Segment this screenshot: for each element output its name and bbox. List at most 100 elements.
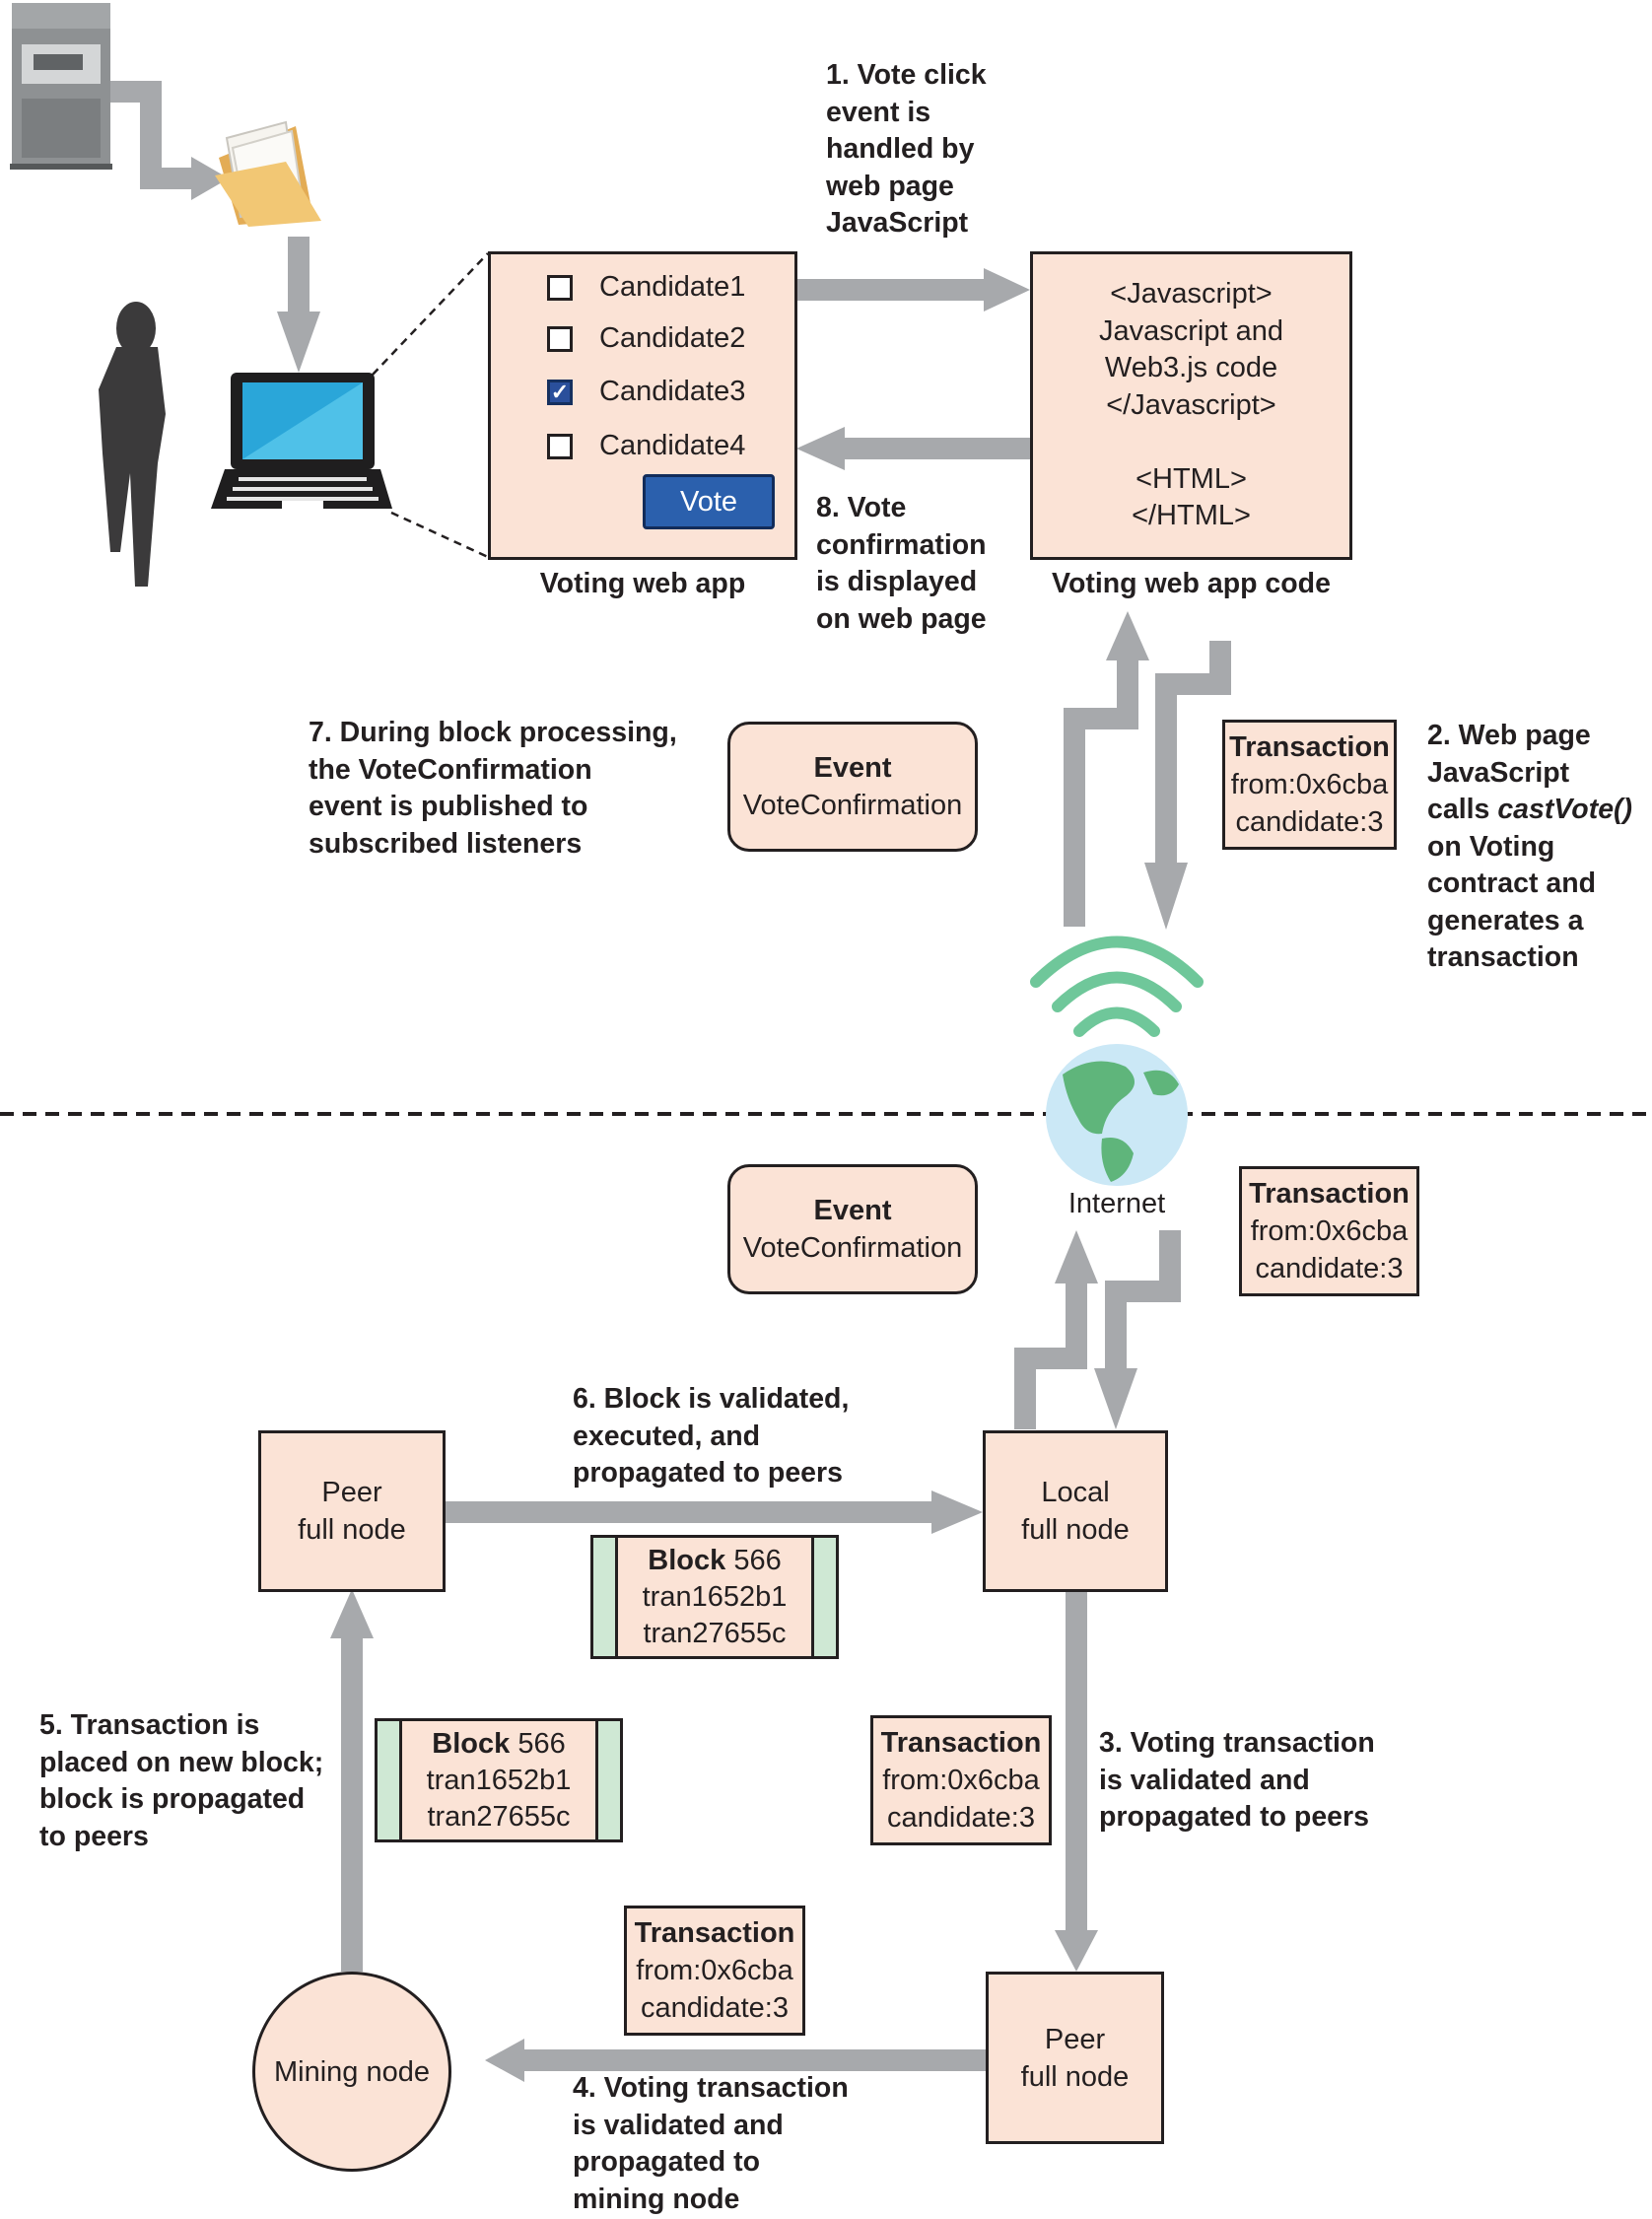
caption-line: 3. Voting transaction [1099,1727,1375,1759]
caption-line: mining node [573,2183,740,2215]
caption-line: to peers [39,1820,149,1852]
castvote-function-name: castVote() [1497,794,1633,825]
transaction-candidate: candidate:3 [641,1992,789,2024]
arrowhead-internet-up [1055,1230,1098,1283]
transaction-from: from:0x6cba [636,1955,793,1986]
step-1-caption: 1. Vote click event is handled by web pa… [826,57,987,243]
caption-line: 5. Transaction is [39,1709,260,1741]
caption-line: is validated and [1099,1764,1310,1796]
block-stripe-right [811,1538,836,1656]
arrowhead-mining-left [485,2039,524,2082]
zoom-line-top [372,252,489,376]
caption-line: is displayed [816,566,978,597]
caption-line: 1. Vote click [826,59,987,91]
arrowhead-peer-up [330,1589,374,1638]
server-icon [10,3,112,170]
block-content: Block 566 tran1652b1 tran27655c [618,1538,811,1656]
arrowhead-peer-down [1055,1930,1098,1972]
transaction-title: Transaction [1229,731,1390,763]
block-tx-2: tran27655c [643,1617,787,1649]
block-box-new: Block 566 tran1652b1 tran27655c [375,1718,623,1842]
node-label: Local [1041,1477,1110,1508]
caption-line: confirmation [816,528,987,561]
checkbox-candidate-1[interactable] [547,274,573,301]
arrowhead-app-code [984,268,1030,312]
event-name: VoteConfirmation [742,1232,963,1264]
checkmark-icon: ✓ [550,379,570,404]
checkbox-candidate-2[interactable] [547,325,573,352]
block-title: Block [432,1727,511,1760]
caption-line: block is propagated [39,1783,306,1815]
event-box-top: Event VoteConfirmation [727,722,978,852]
caption-line: 6. Block is validated, [573,1383,850,1415]
zoom-line-bottom [390,511,489,559]
mining-node: Mining node [252,1972,451,2172]
candidate-option-1[interactable]: Candidate1 [547,271,745,304]
caption-line: on Voting [1427,830,1555,863]
transaction-box-internet: Transaction from:0x6cba candidate:3 [1239,1166,1419,1296]
candidate-option-2[interactable]: Candidate2 [547,322,745,355]
transaction-title: Transaction [1249,1178,1410,1210]
block-title-line: Block 566 [618,1543,811,1579]
transaction-box-validated: Transaction from:0x6cba candidate:3 [870,1715,1052,1845]
voting-web-app-caption: Voting web app [539,568,746,599]
block-tx-2: tran27655c [427,1800,571,1833]
candidate-label: Candidate1 [599,271,746,303]
block-tx-1: tran1652b1 [642,1580,788,1613]
event-box-bottom: Event VoteConfirmation [727,1164,978,1294]
caption-line: calls castVote() [1427,792,1632,829]
caption-line: event is [826,96,931,128]
local-node-to-internet-arrow [1014,1282,1087,1429]
caption-line: 8. Vote [816,492,907,523]
candidate-option-4[interactable]: Candidate4 [547,430,745,462]
block-tx-1: tran1652b1 [426,1764,572,1796]
candidate-label: Candidate3 [599,376,746,407]
peer-full-node-bottom: Peer full node [986,1972,1164,2144]
node-label: full node [298,1514,406,1546]
transaction-from: from:0x6cba [1250,1215,1409,1247]
server-to-folder-arrow [110,81,193,189]
caption-line: transaction [1427,941,1579,973]
folder-icon [215,120,321,227]
internet-to-app-code-arrow [1064,659,1138,927]
arrowhead-local-right [931,1491,983,1534]
transaction-box-top: Transaction from:0x6cba candidate:3 [1222,720,1397,850]
block-title-line: Block 566 [402,1726,595,1763]
transaction-title: Transaction [880,1727,1042,1759]
block-content: Block 566 tran1652b1 tran27655c [402,1721,595,1839]
node-label: Mining node [274,2055,430,2088]
caption-line: 2. Web page [1427,720,1591,751]
caption-line: 7. During block processing, [309,717,677,748]
caption-line: is validated and [573,2109,784,2141]
laptop-icon [211,373,392,509]
node-label: full node [1021,1514,1130,1546]
event-title: Event [813,1195,892,1226]
local-full-node: Local full node [983,1430,1168,1592]
globe-icon [1046,1044,1188,1186]
voting-web-app-code-box: <Javascript> Javascript and Web3.js code… [1030,251,1352,560]
caption-line: contract and [1427,867,1597,899]
caption-line: propagated to peers [1099,1801,1369,1833]
candidate-option-3[interactable]: ✓ Candidate3 [547,376,745,408]
block-number: 566 [517,1727,566,1760]
vote-button[interactable]: Vote [643,474,775,529]
code-line: Web3.js code [1104,352,1278,384]
block-number: 566 [733,1544,782,1576]
transaction-title: Transaction [634,1917,795,1949]
block-stripe-left [378,1721,402,1839]
internet-to-local-node-arrow [1105,1230,1181,1370]
caption-line: placed on new block; [39,1746,324,1778]
caption-line: web page [826,170,954,202]
peer-full-node-top: Peer full node [258,1430,446,1592]
code-line: </HTML> [1132,500,1251,532]
transaction-box-mining: Transaction from:0x6cba candidate:3 [624,1906,805,2036]
arrowhead-local-down [1094,1368,1137,1429]
caption-line: 4. Voting transaction [573,2072,849,2104]
arrowhead-app-code-up [1106,611,1149,660]
checkbox-candidate-4[interactable] [547,433,573,459]
connector-lines [110,81,1231,2071]
checkbox-candidate-3-checked[interactable]: ✓ [547,379,573,405]
transaction-from: from:0x6cba [1230,769,1389,800]
caption-line: the VoteConfirmation [309,753,592,786]
